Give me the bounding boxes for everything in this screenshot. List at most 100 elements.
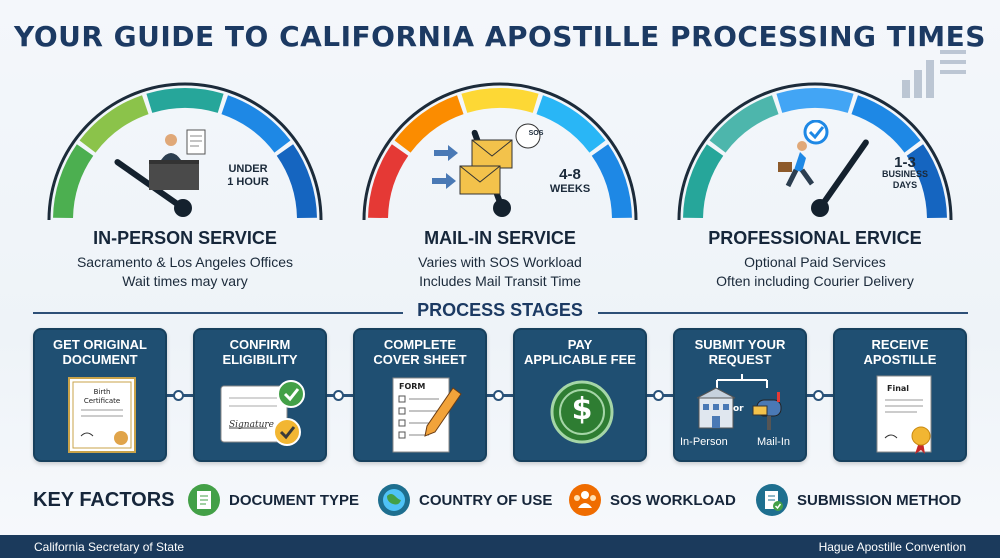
building-mailbox-icon xyxy=(696,374,782,430)
factor-document-type: DOCUMENT TYPE xyxy=(187,482,359,518)
stage-label-line: DOCUMENT xyxy=(62,352,138,367)
gauge-segment xyxy=(368,144,409,219)
stage-label-line: PAY xyxy=(567,337,593,352)
gauge-dial xyxy=(47,82,323,221)
gauge-hub xyxy=(493,199,511,217)
certificate-text: Birth xyxy=(93,388,111,396)
gauge-outline xyxy=(47,82,323,221)
gauge-outline xyxy=(362,82,638,221)
gauge-mail-in: SOS 4-8 WEEKS MAIL-IN SERVICE Varies wit… xyxy=(350,70,650,300)
mail-in-text: Mail-In xyxy=(757,436,791,448)
stage-label-line: CONFIRM xyxy=(229,337,291,352)
stage-complete-cover-sheet: COMPLETE COVER SHEET FORM xyxy=(353,328,487,462)
final-text: Final xyxy=(887,384,910,393)
gauge-segment xyxy=(709,95,779,153)
gauge-segment xyxy=(461,88,539,113)
stage-get-original-document: GET ORIGINAL DOCUMENT Birth Certificate xyxy=(33,328,167,462)
sos-stamp-text: SOS xyxy=(528,130,544,137)
dollar-coin-icon xyxy=(550,380,614,444)
connector-dot xyxy=(653,390,664,401)
stage-label-line: REQUEST xyxy=(708,352,772,367)
key-factors-title: KEY FACTORS xyxy=(33,489,175,511)
gauge-segment xyxy=(276,144,317,219)
stage-label-line: COMPLETE xyxy=(383,337,457,352)
service-title: IN-PERSON SERVICE xyxy=(93,228,277,248)
connector-dot xyxy=(173,390,184,401)
apostille-certificate-icon xyxy=(876,375,932,454)
section-divider xyxy=(598,312,968,314)
factor-label: SOS WORKLOAD xyxy=(610,491,736,509)
gauge-segment xyxy=(906,144,947,219)
gauge-segment xyxy=(79,95,149,153)
service-desc-line: Sacramento & Los Angeles Offices xyxy=(76,254,294,270)
stage-label-line: APPLICABLE FEE xyxy=(524,352,636,367)
or-text: or xyxy=(733,404,744,414)
footer-bar: California Secretary of State Hague Apos… xyxy=(0,535,1000,558)
gauge-professional: 1-3 BUSINESS DAYS PROFESSIONAL ERVICE Op… xyxy=(665,70,965,300)
people-icon xyxy=(569,484,601,516)
globe-icon xyxy=(378,484,410,516)
factor-label: COUNTRY OF USE xyxy=(419,491,553,509)
section-title: PROCESS STAGES xyxy=(417,300,583,320)
form-pencil-icon xyxy=(392,377,462,453)
gauge-segment xyxy=(146,88,224,113)
gauge-unit-line: DAYS xyxy=(892,180,918,190)
gauge-value-line: 1-3 xyxy=(894,154,916,171)
gauge-unit-line: WEEKS xyxy=(549,183,591,195)
page-title: YOUR GUIDE TO CALIFORNIA APOSTILLE PROCE… xyxy=(14,20,986,53)
factor-sos-workload: SOS WORKLOAD xyxy=(568,482,736,518)
stage-label-line: GET ORIGINAL xyxy=(53,337,147,352)
stage-label-line: ELIGIBILITY xyxy=(222,352,298,367)
in-person-text: In-Person xyxy=(680,436,728,448)
signature-text: Signature xyxy=(229,420,275,430)
signed-document-check-icon xyxy=(220,380,305,446)
factor-country-of-use: COUNTRY OF USE xyxy=(377,482,552,518)
stage-label-line: APOSTILLE xyxy=(863,352,937,367)
gauge-segment xyxy=(221,95,291,153)
gauge-segment xyxy=(536,95,606,153)
stage-label-line: COVER SHEET xyxy=(373,352,467,367)
footer-left-text: California Secretary of State xyxy=(34,540,185,554)
factor-label: SUBMISSION METHOD xyxy=(797,491,962,509)
stage-confirm-eligibility: CONFIRM ELIGIBILITY Signature xyxy=(193,328,327,462)
gauge-segment xyxy=(776,88,854,113)
factor-label: DOCUMENT TYPE xyxy=(229,491,360,509)
service-desc-line: Often including Courier Delivery xyxy=(716,273,914,289)
service-desc-line: Wait times may vary xyxy=(122,273,248,289)
connector-dot xyxy=(813,390,824,401)
service-desc-line: Includes Mail Transit Time xyxy=(419,273,581,289)
gauge-hub xyxy=(174,199,192,217)
birth-certificate-icon xyxy=(68,377,136,453)
gauge-value-line: 4-8 xyxy=(559,166,581,183)
gauge-segment xyxy=(53,144,94,219)
stage-label-line: RECEIVE xyxy=(871,337,929,352)
dollar-sign: $ xyxy=(571,392,593,427)
stage-pay-applicable-fee: PAY APPLICABLE FEE $ xyxy=(513,328,647,462)
connector-dot xyxy=(333,390,344,401)
stage-submit-your-request: SUBMIT YOUR REQUEST or In-Person Mail-In xyxy=(673,328,807,462)
courier-running-icon xyxy=(778,120,829,188)
service-title: MAIL-IN SERVICE xyxy=(424,228,576,248)
gauge-needle xyxy=(817,139,869,211)
gauge-in-person: UNDER 1 HOUR IN-PERSON SERVICE Sacrament… xyxy=(35,70,335,300)
gauge-outline xyxy=(677,82,953,221)
chart-decoration-icon xyxy=(902,50,966,98)
gauge-value-line: UNDER xyxy=(228,163,268,175)
gauge-segment xyxy=(851,95,921,153)
service-title: PROFESSIONAL ERVICE xyxy=(708,228,922,248)
section-divider xyxy=(33,312,403,314)
gauge-segment xyxy=(394,95,464,153)
gauge-unit-line: 1 HOUR xyxy=(227,176,269,188)
footer-right-text: Hague Apostille Convention xyxy=(818,540,966,554)
service-desc-line: Optional Paid Services xyxy=(744,254,886,270)
form-check-icon xyxy=(756,484,788,516)
gauge-unit-line: BUSINESS xyxy=(881,169,928,179)
document-icon xyxy=(188,484,220,516)
certificate-text: Certificate xyxy=(83,397,121,405)
envelopes-icon xyxy=(432,123,541,195)
gauge-segment xyxy=(683,144,724,219)
stage-receive-apostille: RECEIVE APOSTILLE Final xyxy=(833,328,967,462)
service-desc-line: Varies with SOS Workload xyxy=(418,254,582,270)
gauge-segment xyxy=(591,144,632,219)
form-text: FORM xyxy=(399,382,426,391)
